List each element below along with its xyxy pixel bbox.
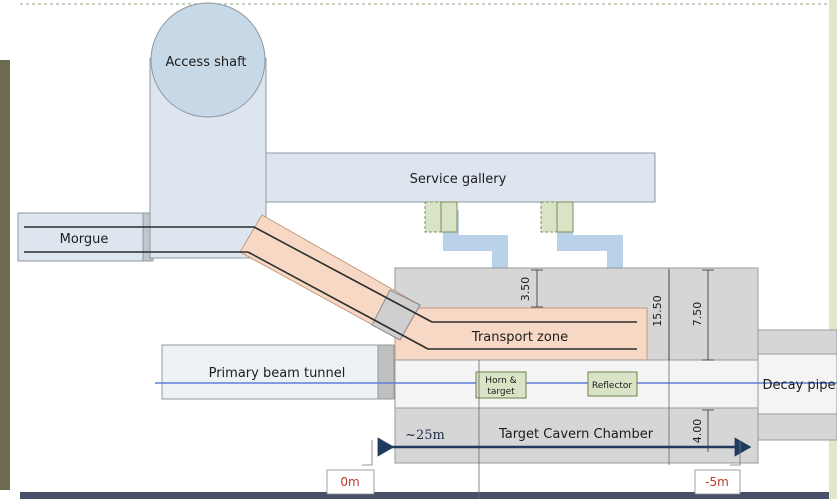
access-shaft-top	[150, 2, 266, 118]
decay-pipe-lower-wall	[757, 413, 837, 441]
horn-target-label-line2: target	[487, 387, 515, 397]
gallery-hatch-1b	[440, 201, 458, 233]
decay-pipe-label: Decay pipe	[762, 378, 835, 393]
rail-incline-upper	[253, 226, 433, 323]
gallery-hatch-2a	[540, 201, 558, 233]
inclined-tunnel-door	[371, 289, 421, 341]
bottom-rule	[20, 492, 837, 499]
service-connector-right-horizontal	[557, 235, 623, 251]
span-label: ~25m	[405, 428, 445, 443]
marker-0m-leader	[362, 440, 373, 466]
marker-5m-leader	[730, 440, 741, 466]
marker-0m-label: 0m	[340, 475, 359, 489]
decay-pipe-upper-wall	[757, 329, 837, 355]
beam-tunnel-door	[377, 344, 395, 400]
dim-label-4-00: 4.00	[691, 419, 704, 444]
morgue-tunnel	[17, 212, 154, 262]
service-gallery	[265, 152, 656, 203]
rail-incline-lower	[247, 251, 429, 350]
target-cavern-chamber-label: Target Cavern Chamber	[498, 427, 654, 442]
gallery-hatch-2b	[556, 201, 574, 233]
dim-label-7-50: 7.50	[691, 302, 704, 327]
marker-5m-box	[694, 469, 741, 495]
left-photo-strip	[0, 60, 10, 490]
service-connector-left-horizontal	[443, 235, 508, 251]
dim-label-3-50: 3.50	[519, 277, 532, 302]
horn-target-label-line1: Horn &	[485, 376, 516, 386]
dim-label-15-50: 15.50	[651, 295, 664, 327]
marker-5m-label: -5m	[705, 475, 729, 489]
horn-target-box	[475, 371, 527, 399]
marker-0m-box	[326, 469, 375, 495]
reflector-label: Reflector	[592, 381, 633, 391]
service-gallery-label: Service gallery	[410, 172, 507, 187]
access-shaft-label: Access shaft	[165, 55, 246, 70]
primary-beam-tunnel-label: Primary beam tunnel	[209, 366, 346, 381]
right-edge-strip	[829, 0, 837, 499]
gallery-hatch-1a	[424, 201, 442, 233]
transport-zone-label: Transport zone	[471, 330, 568, 345]
beam-corridor	[394, 359, 759, 409]
reflector-box	[587, 371, 638, 397]
morgue-label: Morgue	[60, 232, 109, 247]
primary-beam-tunnel	[161, 344, 379, 400]
